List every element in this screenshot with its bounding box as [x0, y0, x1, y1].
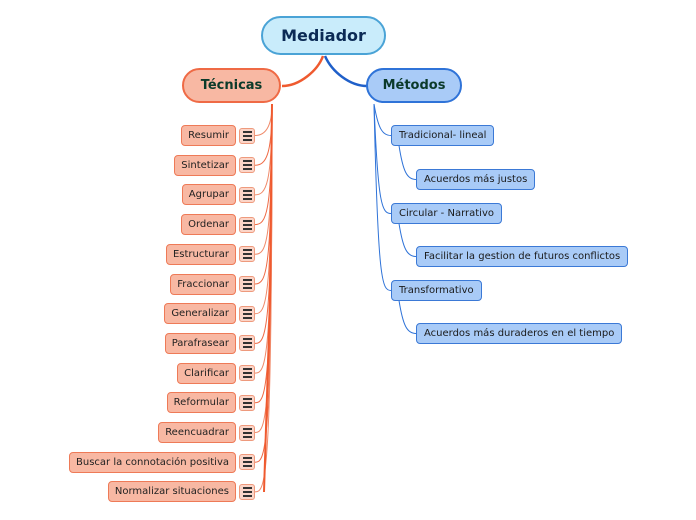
- notes-icon[interactable]: [239, 483, 255, 500]
- tecnica-10[interactable]: Reformular: [166, 392, 236, 414]
- metodo-2-detail[interactable]: Facilitar la gestion de futuros conflict…: [416, 246, 629, 267]
- notes-icon[interactable]: [239, 394, 255, 411]
- metodo-1-detail[interactable]: Acuerdos más justos: [416, 169, 536, 190]
- tecnica-2[interactable]: Sintetizar: [174, 154, 236, 176]
- notes-icon[interactable]: [239, 246, 255, 263]
- metodo-1[interactable]: Tradicional- lineal: [391, 125, 495, 146]
- notes-icon[interactable]: [239, 424, 255, 441]
- tecnica-13[interactable]: Normalizar situaciones: [107, 481, 236, 503]
- tecnica-8[interactable]: Parafrasear: [164, 332, 236, 354]
- tecnica-7[interactable]: Generalizar: [164, 303, 236, 325]
- tecnica-3[interactable]: Agrupar: [181, 184, 236, 206]
- notes-icon[interactable]: [239, 216, 255, 233]
- notes-icon[interactable]: [239, 276, 255, 292]
- tecnica-6[interactable]: Fraccionar: [170, 273, 236, 295]
- notes-icon[interactable]: [239, 127, 255, 144]
- metodo-3[interactable]: Transformativo: [391, 280, 482, 301]
- tecnica-1[interactable]: Resumir: [181, 125, 236, 146]
- root-topic[interactable]: Mediador: [261, 16, 386, 55]
- notes-icon[interactable]: [239, 305, 255, 322]
- tecnica-5[interactable]: Estructurar: [165, 243, 236, 265]
- tecnica-4[interactable]: Ordenar: [181, 214, 236, 236]
- metodo-3-detail[interactable]: Acuerdos más duraderos en el tiempo: [416, 323, 623, 344]
- notes-icon[interactable]: [239, 454, 255, 471]
- notes-icon[interactable]: [239, 186, 255, 203]
- tecnicas-topic[interactable]: Técnicas: [182, 68, 281, 103]
- tecnica-12[interactable]: Buscar la connotación positiva: [69, 451, 236, 473]
- notes-icon[interactable]: [239, 335, 255, 352]
- notes-icon[interactable]: [239, 157, 255, 174]
- notes-icon[interactable]: [239, 365, 255, 382]
- metodos-topic[interactable]: Métodos: [366, 68, 462, 103]
- tecnica-9[interactable]: Clarificar: [177, 362, 236, 384]
- tecnica-11[interactable]: Reencuadrar: [158, 422, 236, 443]
- metodo-2[interactable]: Circular - Narrativo: [391, 203, 502, 224]
